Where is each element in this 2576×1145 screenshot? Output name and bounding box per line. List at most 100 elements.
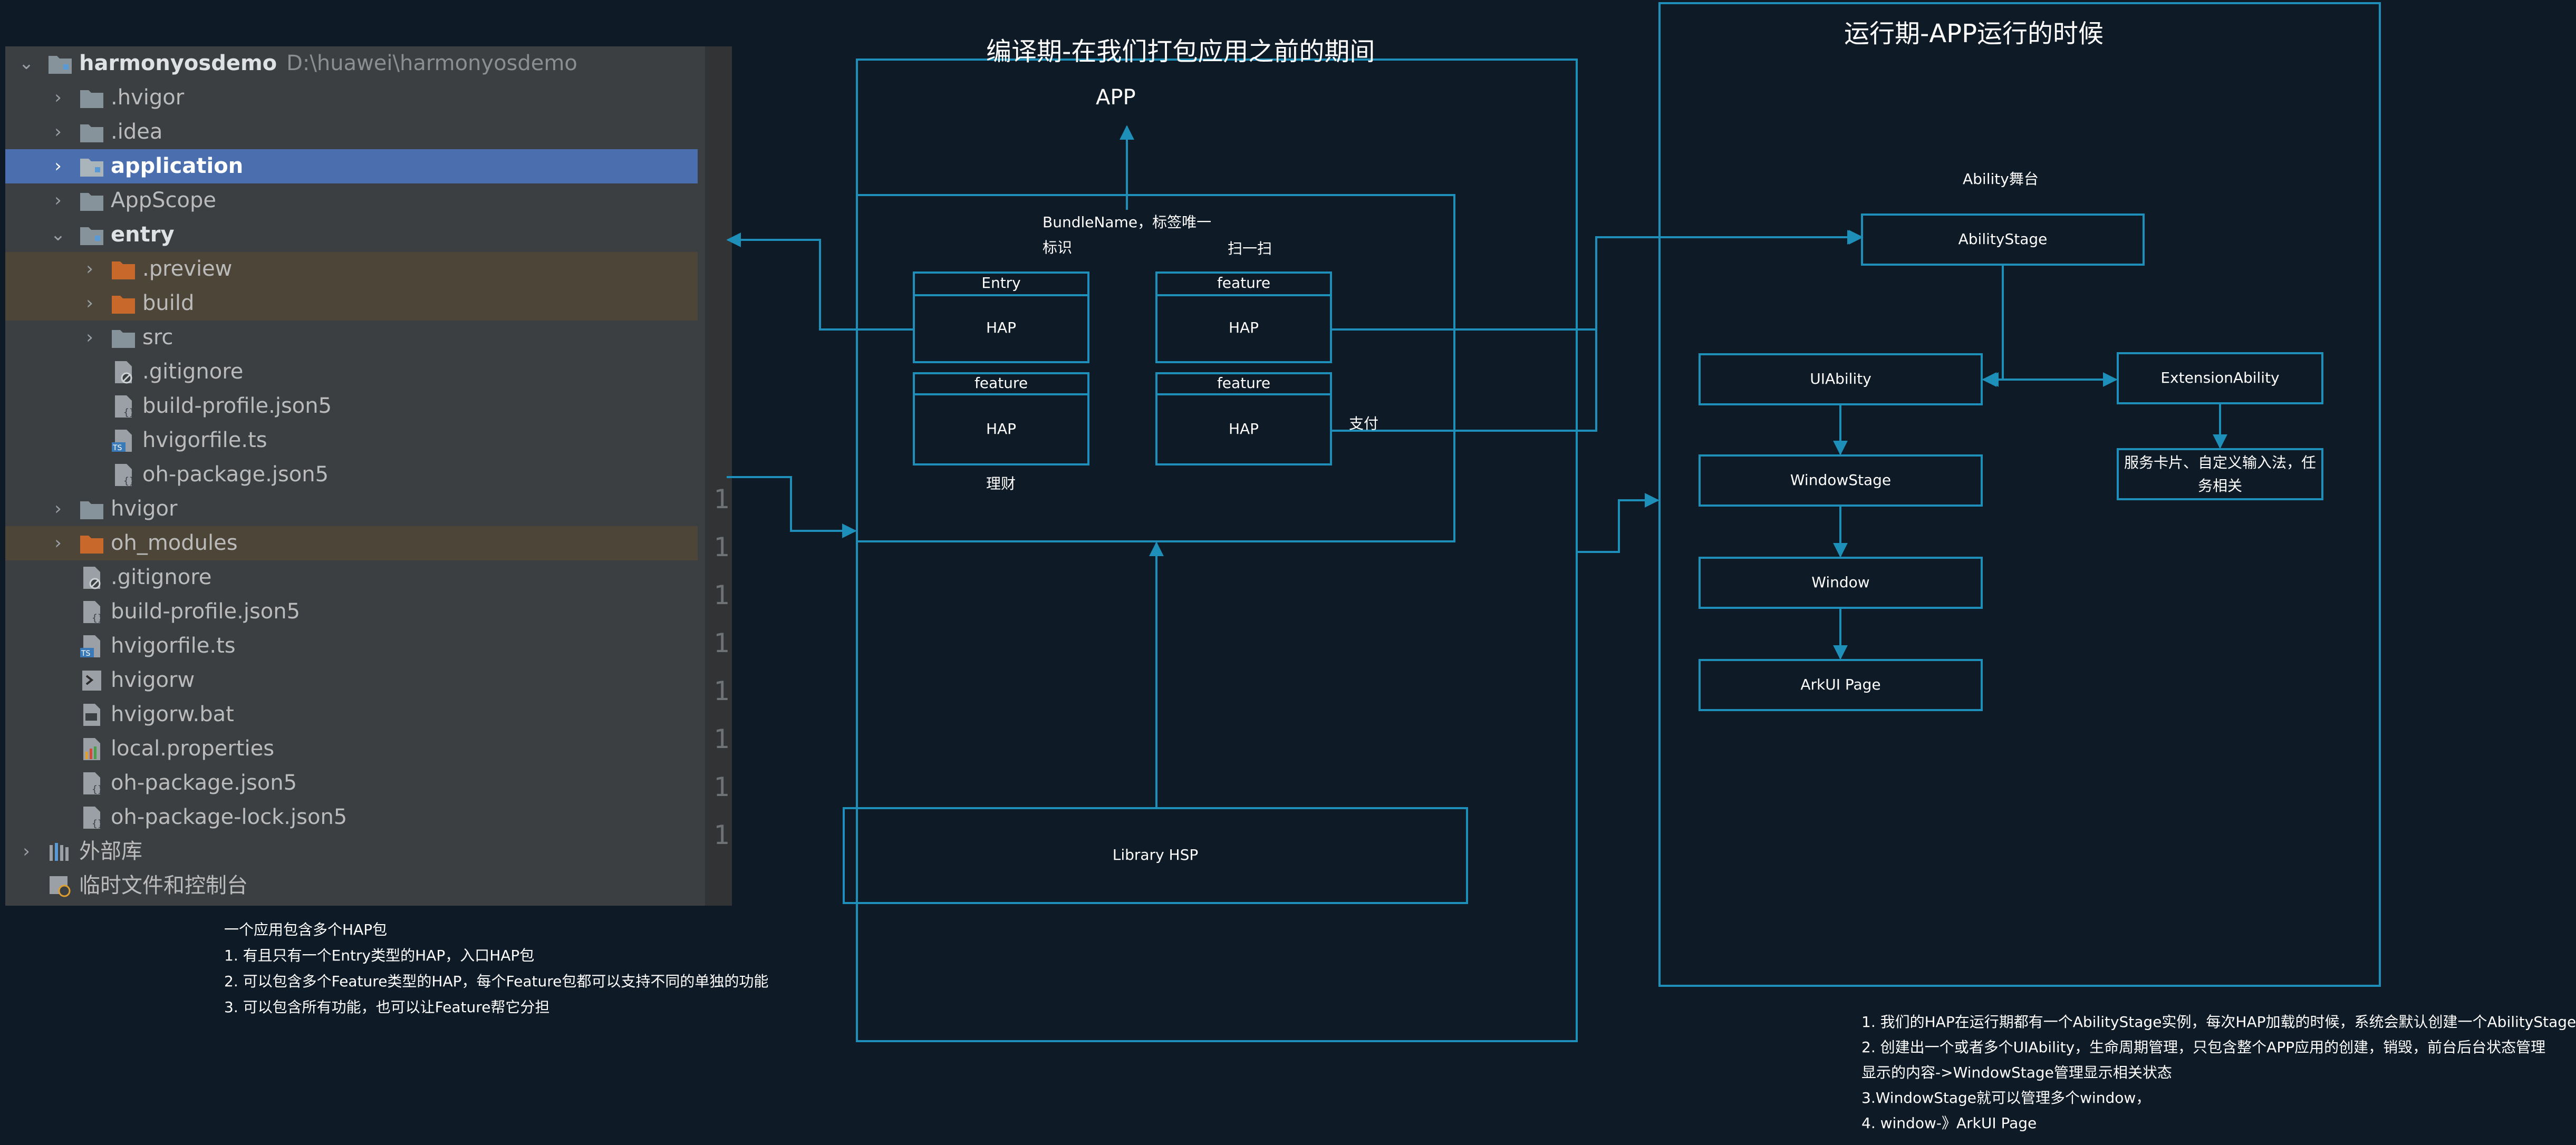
- feature-finance-hap-box: [913, 372, 1089, 465]
- tree-item-oh-modules[interactable]: › oh_modules: [5, 526, 698, 560]
- feature-pay-hap-label: HAP: [1228, 420, 1259, 438]
- tree-item-label: .idea: [111, 120, 163, 144]
- chevron-down-icon[interactable]: ⌄: [18, 53, 34, 74]
- chevron-right-icon[interactable]: ›: [23, 841, 30, 862]
- svg-text:{}: {}: [92, 818, 103, 829]
- tree-item-idea[interactable]: › .idea: [5, 115, 698, 149]
- tree-item-hvigor[interactable]: › hvigor: [5, 492, 698, 526]
- tree-item-label: 外部库: [79, 839, 142, 863]
- tree-item-src[interactable]: › src: [5, 321, 698, 355]
- tree-item-external-libraries[interactable]: › 外部库: [5, 835, 698, 869]
- line-number: 1: [713, 628, 730, 658]
- tree-item-entry[interactable]: ⌄ entry: [5, 218, 698, 252]
- arrow-entry-to-tree: [726, 232, 914, 331]
- arrow-stage-to-ui-ability: [1982, 265, 2004, 387]
- feature-scan-hap-box: [1155, 271, 1332, 363]
- tree-item-label: entry: [111, 222, 175, 247]
- runtime-title: 运行期-APP运行的时候: [1844, 19, 2104, 48]
- tree-item-entry-build-profile[interactable]: {} build-profile.json5: [5, 389, 698, 423]
- tree-item-entry-oh-package[interactable]: {} oh-package.json5: [5, 458, 698, 492]
- tree-item-build[interactable]: › build: [5, 286, 698, 321]
- feature-scan-label: feature: [1217, 274, 1271, 292]
- tree-item-oh-package[interactable]: {} oh-package.json5: [5, 766, 698, 800]
- window-label: Window: [1811, 574, 1870, 591]
- folder-icon: [80, 501, 103, 519]
- typescript-file-icon: TS: [80, 635, 100, 658]
- tree-item-hvigorw-bat[interactable]: hvigorw.bat: [5, 697, 698, 732]
- svg-text:TS: TS: [81, 649, 91, 658]
- tree-item-gitignore[interactable]: .gitignore: [5, 560, 698, 595]
- feature-finance-label: feature: [974, 374, 1028, 392]
- tree-item-application[interactable]: › application: [5, 149, 698, 183]
- chevron-right-icon[interactable]: ›: [54, 498, 62, 519]
- stage-title: Ability舞台: [1963, 170, 2039, 188]
- finance-label: 理财: [986, 475, 1016, 492]
- library-hsp-label: Library HSP: [1112, 846, 1199, 863]
- runtime-frame: [1658, 2, 2381, 987]
- tree-item-preview[interactable]: › .preview: [5, 252, 698, 286]
- line-number: 1: [713, 484, 730, 515]
- app-label: APP: [1096, 85, 1136, 110]
- tree-item-build-profile[interactable]: {} build-profile.json5: [5, 595, 698, 629]
- tree-item-label: .hvigor: [111, 85, 185, 110]
- tree-item-hvigor-dir[interactable]: › .hvigor: [5, 81, 698, 115]
- tree-item-hvigorw[interactable]: hvigorw: [5, 663, 698, 697]
- tree-item-hvigorfile[interactable]: TS hvigorfile.ts: [5, 629, 698, 663]
- tree-item-label: hvigorfile.ts: [142, 428, 267, 452]
- excluded-folder-icon: [112, 261, 135, 279]
- tree-item-label: oh_modules: [111, 531, 238, 555]
- tree-item-entry-hvigorfile[interactable]: TS hvigorfile.ts: [5, 423, 698, 458]
- note-left-line: 3. 可以包含所有功能，也可以让Feature帮它分担: [224, 998, 550, 1016]
- module-folder-icon: [80, 227, 103, 245]
- scan-label: 扫一扫: [1228, 240, 1272, 257]
- chevron-right-icon[interactable]: ›: [54, 156, 62, 177]
- chevron-right-icon[interactable]: ›: [54, 87, 62, 108]
- tree-item-label: hvigor: [111, 497, 178, 521]
- batch-file-icon: [83, 704, 100, 726]
- tree-item-local-properties[interactable]: local.properties: [5, 732, 698, 766]
- chevron-right-icon[interactable]: ›: [54, 121, 62, 142]
- tree-item-label: hvigorfile.ts: [111, 634, 236, 658]
- note-right-line: 显示的内容->WindowStage管理显示相关状态: [1861, 1064, 2172, 1081]
- svg-text:TS: TS: [112, 444, 122, 452]
- chevron-down-icon[interactable]: ⌄: [50, 224, 66, 245]
- chevron-right-icon[interactable]: ›: [54, 532, 62, 554]
- chevron-right-icon[interactable]: ›: [54, 190, 62, 211]
- tree-item-entry-gitignore[interactable]: .gitignore: [5, 355, 698, 389]
- bundle-name-label-2: 标识: [1043, 239, 1073, 256]
- tree-item-scratches[interactable]: 临时文件和控制台: [5, 869, 698, 903]
- chevron-right-icon[interactable]: ›: [86, 327, 93, 348]
- chevron-right-icon[interactable]: ›: [86, 258, 93, 279]
- entry-label: Entry: [981, 274, 1021, 292]
- svg-text:{}: {}: [123, 407, 135, 418]
- feature-finance-hap-label: HAP: [986, 420, 1017, 438]
- excluded-folder-icon: [112, 296, 135, 314]
- svg-text:{}: {}: [123, 476, 135, 487]
- entry-hap-box: [913, 271, 1089, 363]
- scratches-icon: [50, 876, 71, 897]
- line-number: 1: [713, 580, 730, 610]
- properties-file-icon: [83, 738, 100, 760]
- ability-stage-label: AbilityStage: [1958, 230, 2048, 248]
- tree-item-label: oh-package.json5: [142, 462, 329, 487]
- chevron-right-icon[interactable]: ›: [86, 293, 93, 314]
- tree-item-label: hvigorw.bat: [111, 702, 234, 726]
- ignore-file-icon: [115, 361, 132, 384]
- note-left-line: 2. 可以包含多个Feature类型的HAP，每个Feature包都可以支持不同…: [224, 973, 769, 990]
- extension-desc-label: 服务卡片、自定义输入法，任务相关: [2120, 451, 2320, 498]
- line-number: 1: [713, 820, 730, 850]
- extension-desc-line2: 务相关: [2197, 477, 2242, 494]
- tree-item-label: build-profile.json5: [111, 599, 301, 624]
- library-icon: [50, 843, 69, 861]
- tree-item-label: AppScope: [111, 188, 216, 212]
- tree-item-appscope[interactable]: › AppScope: [5, 183, 698, 218]
- json-file-icon: {}: [115, 464, 135, 487]
- tree-item-label: build-profile.json5: [142, 394, 332, 418]
- tree-item-oh-package-lock[interactable]: {} oh-package-lock.json5: [5, 800, 698, 835]
- shell-script-icon: [82, 671, 101, 691]
- compile-outer-frame: [856, 59, 1578, 1042]
- root-path: D:\huawei\harmonyosdemo: [286, 51, 577, 75]
